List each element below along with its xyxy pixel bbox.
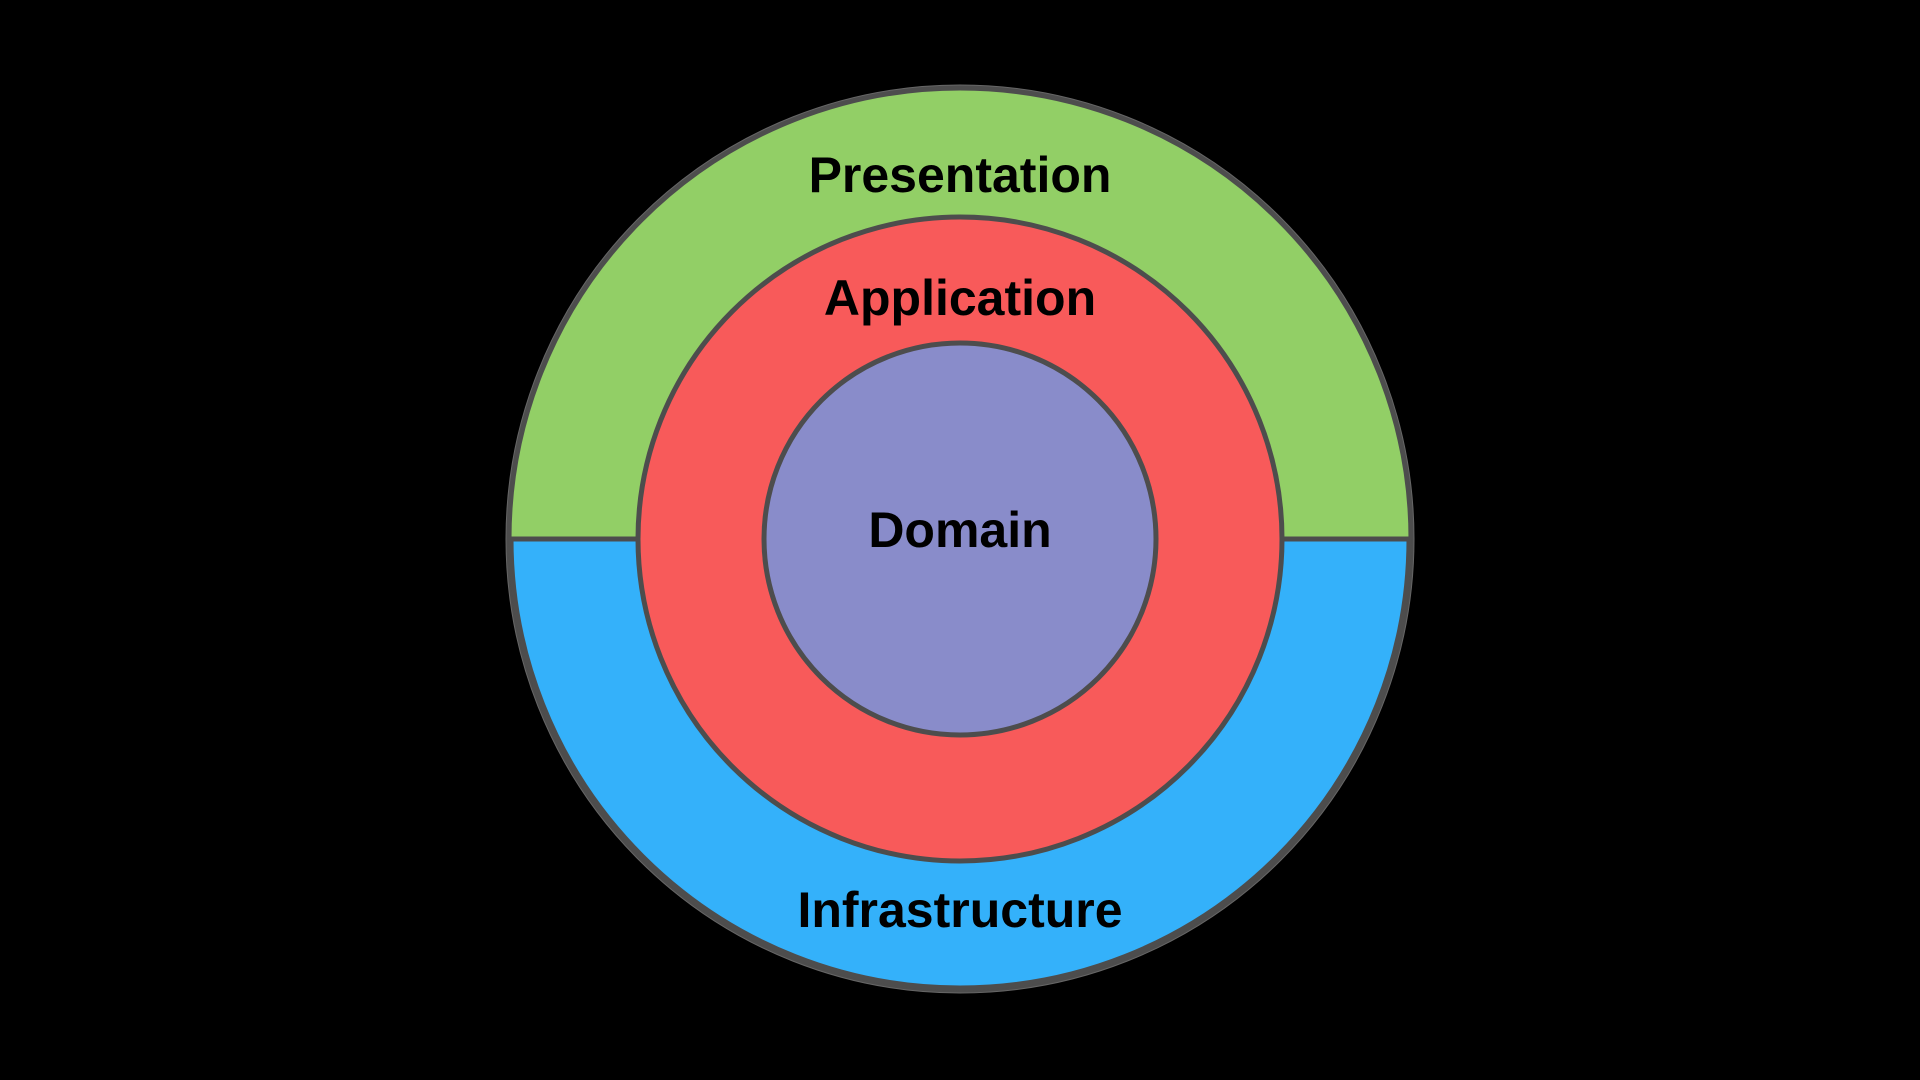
domain-label: Domain <box>868 502 1051 558</box>
application-label: Application <box>824 270 1096 326</box>
presentation-label: Presentation <box>809 147 1112 203</box>
domain-layer-circle <box>761 340 1159 738</box>
infrastructure-label: Infrastructure <box>797 882 1122 938</box>
